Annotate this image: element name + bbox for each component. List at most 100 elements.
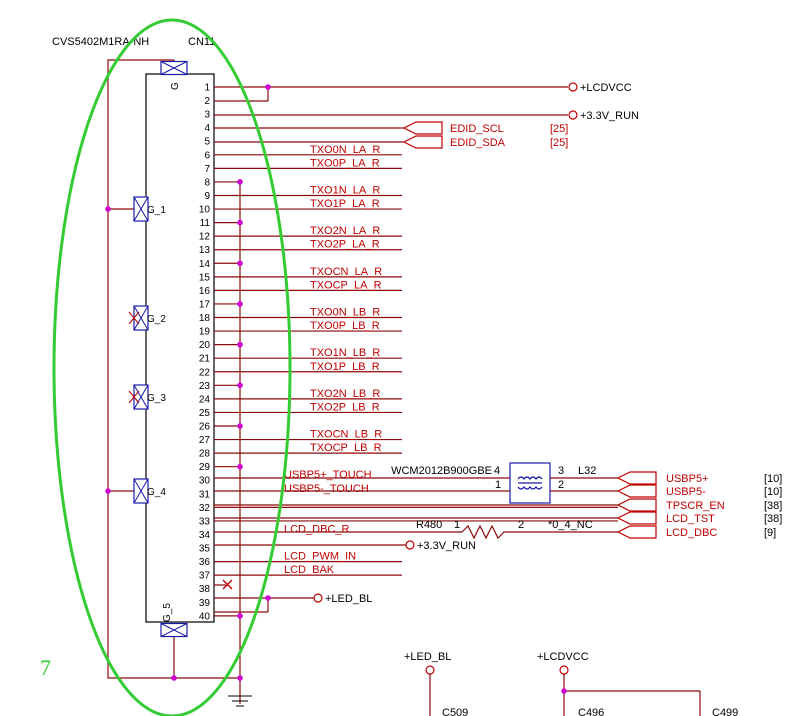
pin-number: 5 <box>204 137 210 148</box>
pin-number: 36 <box>199 557 211 568</box>
edid-sda-ref: [25] <box>550 137 568 149</box>
part-number-label: CVS5402M1RA-NH <box>52 36 149 48</box>
ground-pin-label: G_4 <box>147 487 166 498</box>
pin-row-38: 38 <box>199 584 211 595</box>
bottom-lcdvcc-power-icon <box>559 665 701 716</box>
choke-pin4: 4 <box>494 465 500 477</box>
annotation-number: 7 <box>40 655 51 680</box>
pin-number: 9 <box>204 191 210 202</box>
connector-frame <box>145 73 215 623</box>
pin-number: 23 <box>199 381 211 392</box>
pin-number: 4 <box>204 123 210 134</box>
pin-number: 29 <box>199 462 211 473</box>
pin-number: 16 <box>199 286 211 297</box>
pin-row-23: 23 <box>199 381 240 392</box>
pin-number: 27 <box>199 435 211 446</box>
edid-scl-ref: [25] <box>550 123 568 135</box>
pin-number: 2 <box>204 96 210 107</box>
resistor-icon <box>214 524 618 540</box>
net-label: TXO0N_LA_R <box>310 144 380 156</box>
net-label: TXOCP_LA_R <box>310 279 382 291</box>
net-label: TXOCN_LA_R <box>310 266 382 278</box>
edid-sda-offpage-icon <box>214 135 443 149</box>
offpage-connector-icon: LCD_DBC [9] <box>616 525 776 539</box>
pin-row-11: 11 <box>200 218 240 229</box>
ground-pin-3: G_3 <box>128 384 166 410</box>
net-label: TXO2P_LB_R <box>310 401 380 413</box>
resistor-pin1: 1 <box>454 519 460 531</box>
net-label: LCD_BAK <box>284 564 335 576</box>
net-label: TXOCP_LB_R <box>310 442 382 454</box>
pin-number: 34 <box>199 530 211 541</box>
pin-number: 10 <box>199 205 211 216</box>
pin-row-1: 1 <box>204 83 210 94</box>
pin-number: 6 <box>204 150 210 161</box>
pin-row-20: 20 <box>199 340 240 351</box>
pin-row-35: 35 <box>199 544 211 555</box>
cap-c509-label: C509 <box>442 707 468 716</box>
pin-row-2: 2 <box>204 96 210 107</box>
pin-number: 32 <box>199 503 211 514</box>
pin-number: 1 <box>204 83 210 94</box>
net-label: TXO2N_LA_R <box>310 225 380 237</box>
offpage-ref: [38] <box>764 500 782 512</box>
pin-number: 28 <box>199 449 211 460</box>
lcdvcc-label: +LCDVCC <box>580 82 632 94</box>
cap-c496-label: C496 <box>578 707 604 716</box>
bottom-lcdvcc-label: +LCDVCC <box>537 651 589 663</box>
ground-pin-group: G_1G_2G_3G_4G_5 <box>128 60 188 638</box>
pin-number: 38 <box>199 584 211 595</box>
net-label: TXO1N_LB_R <box>310 347 380 359</box>
resistor-pin2: 2 <box>518 519 524 531</box>
offpage-ref: [10] <box>764 486 782 498</box>
net-label: LCD_PWM_IN <box>284 551 356 563</box>
pin-number: 24 <box>199 394 211 405</box>
resistor-value-label: *0_4_NC <box>548 519 593 531</box>
pin-row-5: 5 <box>204 137 210 148</box>
pin-number: 12 <box>199 232 211 243</box>
edid-scl-offpage-icon <box>214 121 443 135</box>
power-run33-pin35-symbol <box>214 540 415 550</box>
junction-dots <box>105 84 271 681</box>
offpage-label: USBP5- <box>666 486 706 498</box>
offpage-label: TPSCR_EN <box>666 500 725 512</box>
pin-number: 19 <box>199 327 211 338</box>
pin-row-13: 13 TXO2P_LA_R <box>199 239 402 256</box>
pin-number: 21 <box>199 354 211 365</box>
common-mode-choke-icon <box>214 462 618 504</box>
cap-c499-label: C499 <box>712 707 738 716</box>
offpage-label: LCD_DBC <box>666 527 717 539</box>
g-label: G <box>170 82 181 90</box>
net-label: USBP5-_TOUCH <box>284 483 369 495</box>
pin-number: 35 <box>199 544 211 555</box>
choke-pin1: 1 <box>495 479 501 491</box>
ground-pin-label: G_2 <box>147 314 166 325</box>
pin-number: 17 <box>199 299 211 310</box>
choke-pin2: 2 <box>558 479 564 491</box>
net-label: TXO2P_LA_R <box>310 239 380 251</box>
ground-pin-2: G_2 <box>128 305 166 331</box>
offpage-ref: [9] <box>764 527 776 539</box>
ground-pin-top <box>160 60 188 76</box>
ledbl-label: +LED_BL <box>325 593 372 605</box>
pin-number: 33 <box>199 516 211 527</box>
choke-pin3: 3 <box>558 465 564 477</box>
pin-number: 7 <box>204 164 210 175</box>
edid-sda-label: EDID_SDA <box>450 137 506 149</box>
net-label: TXO0P_LA_R <box>310 157 380 169</box>
pin-row-25: 25 TXO2P_LB_R <box>199 401 402 419</box>
pin-number: 13 <box>199 245 211 256</box>
pin-number: 25 <box>199 408 211 419</box>
pin-number: 20 <box>199 340 211 351</box>
bottom-ledbl-power-icon <box>425 665 435 716</box>
net-label: TXO1N_LA_R <box>310 184 380 196</box>
pin-row-29: 29 <box>199 462 240 473</box>
pin-row-12: 12 TXO2N_LA_R <box>199 225 402 243</box>
offpage-ref: [38] <box>764 513 782 525</box>
net-label: TXO1P_LA_R <box>310 198 380 210</box>
pin-number: 18 <box>199 313 211 324</box>
